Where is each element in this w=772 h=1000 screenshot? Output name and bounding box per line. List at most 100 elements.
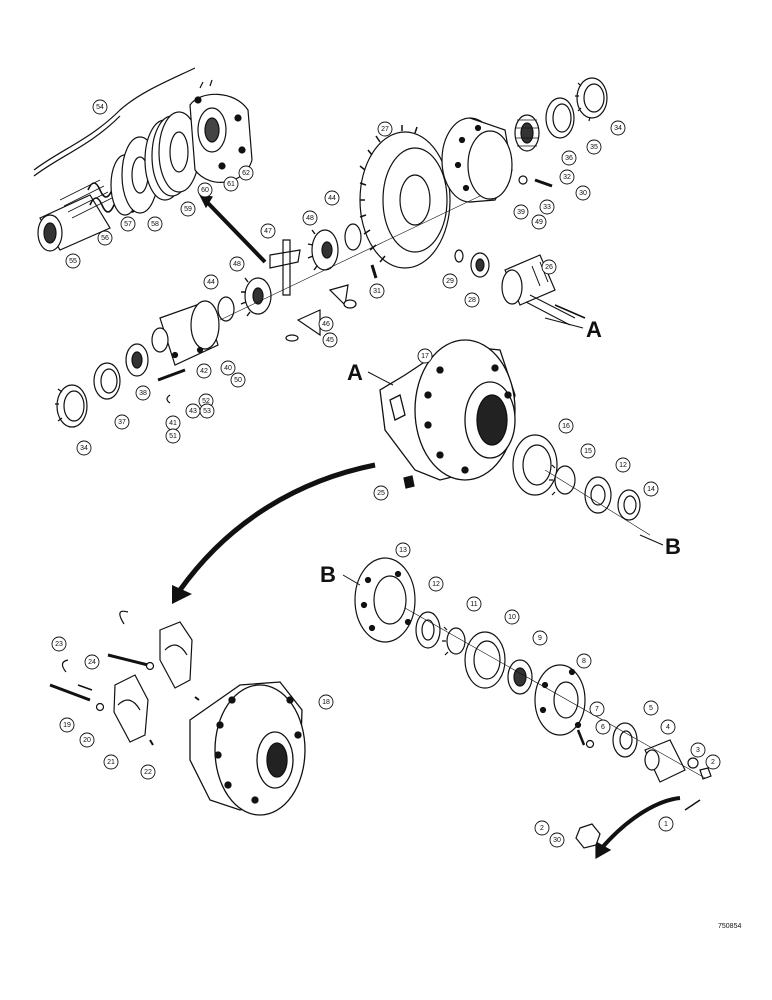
callout-circle <box>196 363 212 379</box>
callout-c48b: 48 <box>229 256 245 272</box>
hub <box>534 664 586 736</box>
bearing-cap-upper <box>159 621 193 689</box>
callout-c24: 24 <box>84 654 100 670</box>
section-letter-a-upper: A <box>586 317 602 342</box>
callout-number: 34 <box>80 445 88 452</box>
callout-circle <box>377 121 393 137</box>
callout-number: 52 <box>202 398 210 405</box>
callout-number: 40 <box>224 365 232 372</box>
callout-circle <box>76 440 92 456</box>
callout-circle <box>575 185 591 201</box>
callout-circle <box>576 653 592 669</box>
callout-number: 23 <box>55 641 63 648</box>
callout-number: 31 <box>373 288 381 295</box>
ring-gear-assembly <box>359 77 608 326</box>
callout-c4: 4 <box>660 719 676 735</box>
callout-c30a: 30 <box>575 185 591 201</box>
callout-number: 14 <box>647 486 655 493</box>
callout-c38: 38 <box>135 385 151 401</box>
callout-number: 1 <box>664 821 668 828</box>
callout-circle <box>586 139 602 155</box>
callout-c31: 31 <box>369 283 385 299</box>
callout-c8: 8 <box>576 653 592 669</box>
callout-circle <box>417 348 433 364</box>
side-gear-upper <box>307 229 339 271</box>
callout-c35: 35 <box>586 139 602 155</box>
callout-c60: 60 <box>197 182 213 198</box>
callout-circle <box>559 169 575 185</box>
callout-circle <box>428 576 444 592</box>
callout-c6: 6 <box>595 719 611 735</box>
callout-c39: 39 <box>513 204 529 220</box>
callout-number: 29 <box>446 278 454 285</box>
callout-c40: 40 <box>220 360 236 376</box>
callout-circle <box>140 764 156 780</box>
callout-c61: 61 <box>223 176 239 192</box>
cotter-pin-lower <box>61 659 69 673</box>
lock-washer <box>554 465 576 495</box>
callout-number: 32 <box>563 174 571 181</box>
callout-number: 8 <box>582 658 586 665</box>
callout-c29: 29 <box>442 273 458 289</box>
side-gear-lower <box>240 277 272 317</box>
callout-number: 41 <box>169 420 177 427</box>
callout-number: 12 <box>432 581 440 588</box>
callout-circle <box>539 199 555 215</box>
callout-c34b: 34 <box>76 440 92 456</box>
callout-c49: 49 <box>531 214 547 230</box>
callout-circle <box>103 754 119 770</box>
callout-c27: 27 <box>377 121 393 137</box>
bearing-cap-lower <box>113 674 149 743</box>
callout-number: 25 <box>377 490 385 497</box>
callout-circle <box>79 732 95 748</box>
callout-number: 54 <box>96 104 104 111</box>
callout-number: 34 <box>614 125 622 132</box>
differential-carrier <box>55 300 220 428</box>
thrust-washer-upper <box>344 223 362 251</box>
bearing-carrier-flange <box>354 557 416 643</box>
callout-circle <box>595 719 611 735</box>
callout-number: 26 <box>545 264 553 271</box>
callout-number: 48 <box>306 215 314 222</box>
callout-number: 2 <box>711 759 715 766</box>
hub-washer <box>585 739 595 749</box>
callout-circle <box>531 214 547 230</box>
callout-c14: 14 <box>643 481 659 497</box>
pinion-washer <box>454 249 464 263</box>
transfer-arrow <box>177 462 376 592</box>
callout-c16: 16 <box>558 418 574 434</box>
callout-c54: 54 <box>92 99 108 115</box>
callout-circle <box>395 542 411 558</box>
callout-number: 42 <box>200 368 208 375</box>
yoke-nut <box>699 767 712 780</box>
callout-circle <box>464 292 480 308</box>
callout-number: 21 <box>107 759 115 766</box>
callout-c58: 58 <box>147 216 163 232</box>
callout-number: 47 <box>264 228 272 235</box>
callout-number: 45 <box>326 337 334 344</box>
callout-number: 30 <box>579 190 587 197</box>
differential-case <box>189 79 253 183</box>
callout-c44a: 44 <box>324 190 340 206</box>
callout-c12b: 12 <box>428 576 444 592</box>
callout-c43: 43 <box>185 403 201 419</box>
section-letter-b-upper: B <box>665 534 681 559</box>
callout-number: 51 <box>169 433 177 440</box>
callout-circle <box>373 485 389 501</box>
callout-number: 15 <box>584 448 592 455</box>
callout-circle <box>197 182 213 198</box>
callout-number: 53 <box>203 408 211 415</box>
callout-c42: 42 <box>196 363 212 379</box>
pinion-gear-b <box>328 284 349 307</box>
callout-circle <box>615 457 631 473</box>
hub-bolt <box>576 729 586 746</box>
callout-circle <box>84 654 100 670</box>
callout-c48a: 48 <box>302 210 318 226</box>
callout-number: 4 <box>666 724 670 731</box>
housing-flange-parts-upper <box>403 434 651 536</box>
callout-circle <box>223 176 239 192</box>
callout-number: 20 <box>83 737 91 744</box>
drawing-number: 750854 <box>718 923 741 930</box>
callout-number: 19 <box>63 722 71 729</box>
